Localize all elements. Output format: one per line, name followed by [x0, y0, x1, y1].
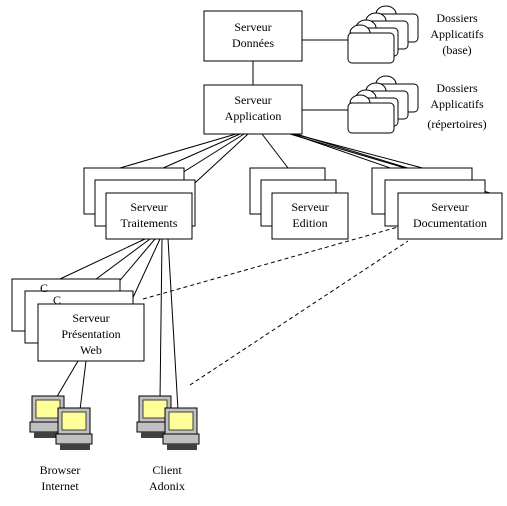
dashed-adonix-documentation: [189, 240, 409, 386]
server-donnees: Serveur Données: [203, 10, 303, 62]
server-presentation-label-1: Serveur: [72, 311, 109, 325]
dossiers-base-label-2: Applicatifs: [430, 27, 484, 41]
dossiers-repertoires-label-1: Dossiers: [436, 81, 478, 95]
server-traitements-stack: [83, 167, 196, 240]
dashed-presentation-documentation: [142, 226, 399, 300]
server-donnees-label-1: Serveur: [234, 20, 271, 34]
server-documentation-stack: [371, 167, 503, 240]
connector-traitements-presentation-4: [129, 238, 161, 305]
dossiers-repertoires-label: Dossiers Applicatifs (répertoires): [427, 81, 486, 131]
server-application-label-1: Serveur: [234, 93, 271, 107]
client-adonix-label-1: Client: [152, 463, 182, 477]
connector-app-traitements-1: [119, 133, 237, 169]
server-presentation-stack: [11, 278, 145, 362]
server-edition: [271, 192, 349, 240]
server-traitements-label-1: Serveur: [130, 200, 167, 214]
connector-app-edition: [261, 133, 289, 169]
server-presentation-mid-fragment: C: [53, 293, 61, 307]
server-presentation-label-2: Présentation: [61, 327, 120, 341]
dossiers-base-label-1: Dossiers: [436, 11, 478, 25]
server-documentation: [397, 192, 503, 240]
server-presentation-back-fragment: C: [40, 281, 48, 295]
client-adonix-label-2: Adonix: [149, 479, 185, 493]
server-traitements: [105, 192, 193, 240]
server-presentation: [37, 303, 145, 362]
server-traitements-label-2: Traitements: [121, 216, 178, 230]
connector-presentation-browser-1: [54, 360, 79, 401]
computer-icon: [55, 407, 93, 450]
server-documentation-label-2: Documentation: [413, 216, 487, 230]
dossiers-repertoires-label-3: (répertoires): [427, 117, 486, 131]
connector-traitements-presentation-1: [59, 238, 146, 280]
client-browser-label-1: Browser: [40, 463, 81, 477]
server-edition-label-1: Serveur: [291, 200, 328, 214]
server-presentation-label-3: Web: [80, 343, 102, 357]
dossiers-base-label: Dossiers Applicatifs (base): [430, 11, 484, 57]
server-edition-label-2: Edition: [292, 216, 327, 230]
folder-stack-icon: [347, 5, 419, 64]
connector-presentation-browser-2: [79, 360, 87, 411]
dossiers-base-label-3: (base): [442, 43, 471, 57]
connector-traitements-adonix-2: [167, 238, 179, 411]
server-donnees-label-2: Données: [232, 36, 274, 50]
folder-stack-icon: [347, 75, 419, 134]
computer-icon: [162, 407, 200, 450]
server-documentation-label-1: Serveur: [431, 200, 468, 214]
client-browser-label-2: Internet: [41, 479, 79, 493]
dossiers-repertoires-label-2: Applicatifs: [430, 97, 484, 111]
server-application-label-2: Application: [225, 109, 282, 123]
server-edition-stack: [249, 167, 349, 240]
connector-traitements-adonix-1: [159, 238, 163, 401]
server-application: Serveur Application: [203, 84, 303, 135]
